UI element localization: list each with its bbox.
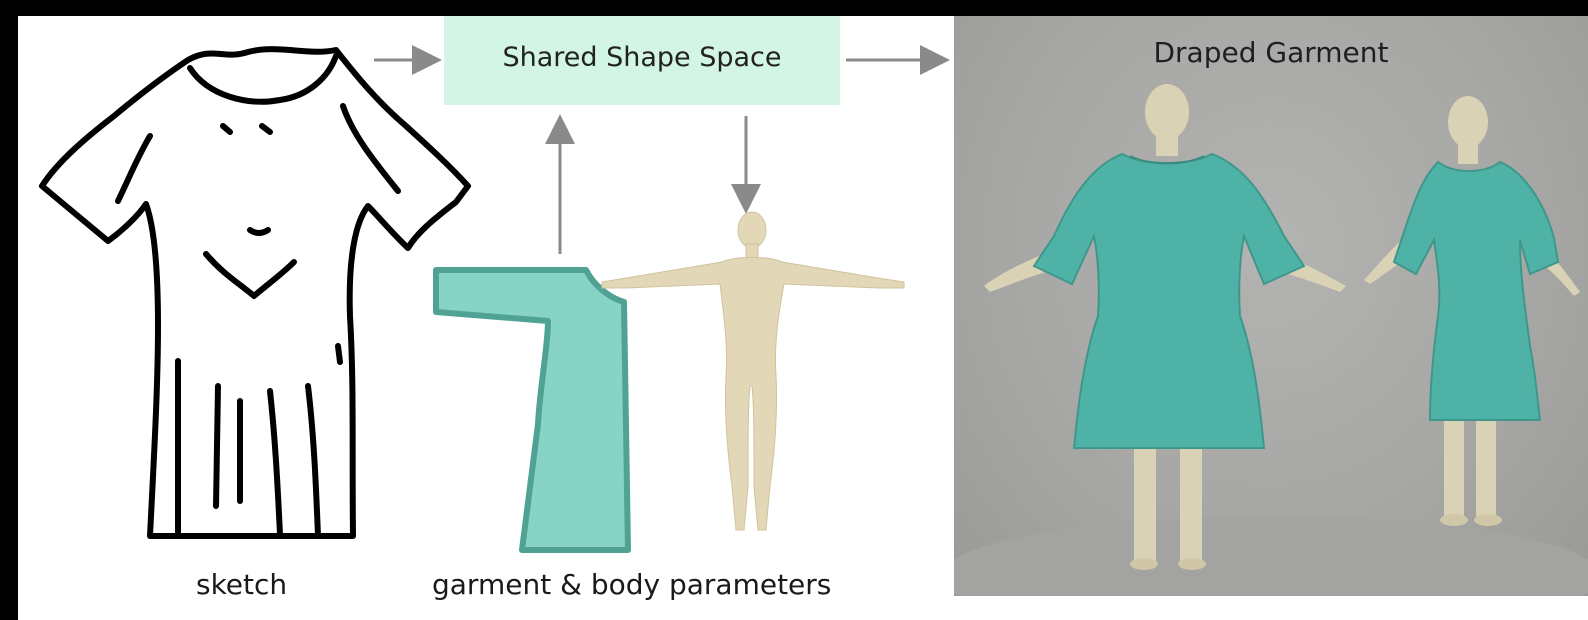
params-caption: garment & body parameters [432, 568, 831, 601]
draped-garment-panel: Draped Garment [954, 16, 1588, 596]
figure-canvas: Shared Shape Space [18, 16, 1588, 620]
body-mannequin [18, 16, 918, 556]
draped-dress-front [984, 84, 1346, 570]
draped-dress-render [954, 16, 1588, 596]
draped-garment-title: Draped Garment [954, 36, 1588, 69]
sketch-caption: sketch [196, 568, 287, 601]
draped-dress-back [1364, 96, 1580, 526]
